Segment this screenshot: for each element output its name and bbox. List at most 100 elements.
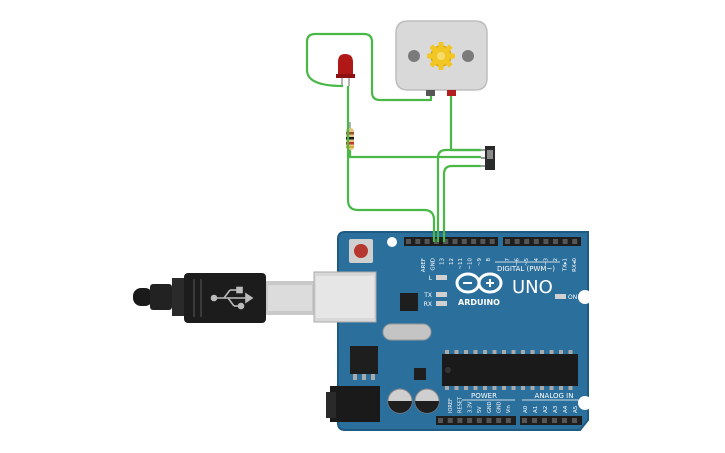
led-on: ON (555, 294, 577, 301)
dc-power-jack (330, 386, 380, 422)
pin-hole[interactable] (406, 239, 411, 244)
slide-switch[interactable] (481, 146, 495, 170)
led-tx: TX (423, 292, 447, 299)
led-rx: RX (424, 301, 447, 308)
digital-header-left (404, 237, 498, 246)
mount-hole (578, 290, 592, 304)
mcu-pin (559, 386, 563, 390)
pin-hole[interactable] (471, 239, 477, 244)
power-pin-label: GND (487, 401, 493, 413)
digital-pin-label: 2 (553, 258, 559, 262)
pin-hole[interactable] (562, 418, 567, 423)
gear-tooth (438, 64, 444, 70)
atmega-chip (442, 354, 578, 386)
usb-cable[interactable] (133, 273, 314, 323)
wire[interactable] (442, 164, 481, 242)
mcu-pin (540, 350, 544, 354)
digital-pin-label: 12 (449, 258, 455, 265)
pin-hole[interactable] (522, 418, 527, 423)
usb-interface-chip (400, 293, 418, 311)
wire[interactable] (305, 32, 433, 102)
wire[interactable] (436, 148, 481, 242)
pin-hole[interactable] (443, 239, 449, 244)
pin-hole[interactable] (553, 239, 558, 244)
pin-hole[interactable] (476, 418, 482, 423)
gear-tooth (445, 60, 453, 68)
pin-hole[interactable] (572, 239, 578, 244)
red-led[interactable] (336, 54, 355, 86)
digital-pin-label: ~10 (468, 258, 474, 270)
mcu-pin (473, 386, 478, 390)
mcu-pin (445, 386, 449, 390)
pin-hole[interactable] (572, 418, 577, 423)
analog-pin-label: A5 (573, 405, 579, 413)
pin-hole[interactable] (486, 418, 492, 423)
reset-button[interactable] (349, 239, 373, 263)
pin-hole[interactable] (524, 239, 530, 244)
pin-hole[interactable] (438, 418, 443, 423)
mcu-pin (559, 350, 563, 354)
mcu-pin (454, 350, 459, 354)
pin-hole[interactable] (415, 239, 421, 244)
digital-pin-label: 7 (505, 258, 511, 262)
digital-pin-label: GND (430, 258, 436, 271)
analog-section-label: ANALOG IN (535, 392, 574, 400)
mcu-pin (454, 386, 459, 390)
pin-hole[interactable] (543, 239, 549, 244)
usb-cable-collar (172, 278, 184, 316)
gear-tooth (429, 60, 437, 68)
gear-tooth (449, 53, 455, 59)
power-section-label: POWER (471, 392, 497, 400)
pin-hole[interactable] (505, 239, 510, 244)
led-rx-label: RX (424, 301, 432, 308)
mount-hole (387, 237, 397, 247)
pin-hole[interactable] (433, 239, 439, 244)
led-on-label: ON (568, 294, 577, 301)
digital-pin-label: AREF (421, 258, 427, 272)
gear-tooth (445, 44, 453, 52)
pin-hole[interactable] (514, 239, 520, 244)
mcu-pin (511, 386, 516, 390)
mcu-pin (492, 386, 497, 390)
pin-hole[interactable] (467, 418, 473, 423)
mcu-pin (483, 350, 487, 354)
pin-hole[interactable] (542, 418, 547, 423)
analog-pin-label: A3 (553, 405, 559, 413)
pin-hole[interactable] (461, 239, 467, 244)
led-l-label: L (429, 275, 433, 282)
infinity-logo-icon (455, 272, 503, 294)
pin-hole[interactable] (489, 239, 495, 244)
analog-pin-label: A1 (533, 406, 539, 413)
power-pin-label: GND (497, 401, 503, 413)
pin-hole[interactable] (533, 239, 539, 244)
gear-tooth (438, 42, 444, 48)
pin-hole[interactable] (505, 418, 511, 423)
pin-hole[interactable] (457, 418, 463, 423)
capacitor (414, 388, 440, 414)
mcu-pin (568, 350, 573, 354)
digital-pin-label: ~9 (477, 258, 483, 267)
pin-hole[interactable] (480, 239, 486, 244)
pin-hole[interactable] (532, 418, 537, 423)
led-l: L (429, 275, 447, 282)
wire[interactable] (449, 96, 481, 152)
wire[interactable] (346, 86, 436, 242)
capacitor (387, 388, 413, 414)
pin-hole[interactable] (496, 418, 502, 423)
pin-hole[interactable] (447, 418, 453, 423)
digital-pin-label: RX◂0 (572, 258, 578, 272)
crystal-oscillator (382, 323, 432, 341)
mcu-pin (502, 350, 506, 354)
pin-hole[interactable] (552, 418, 557, 423)
pin-hole[interactable] (424, 239, 430, 244)
mcu-pin (445, 350, 449, 354)
pin-hole[interactable] (562, 239, 568, 244)
dc-motor[interactable] (395, 20, 488, 96)
digital-pin-label: 4 (534, 258, 540, 262)
motor-terminal-pos[interactable] (447, 90, 456, 96)
motor-terminal-neg[interactable] (426, 90, 435, 96)
power-pin-label: 5V (477, 406, 483, 413)
power-analog-pin-holes (438, 418, 577, 423)
pin-hole[interactable] (452, 239, 458, 244)
